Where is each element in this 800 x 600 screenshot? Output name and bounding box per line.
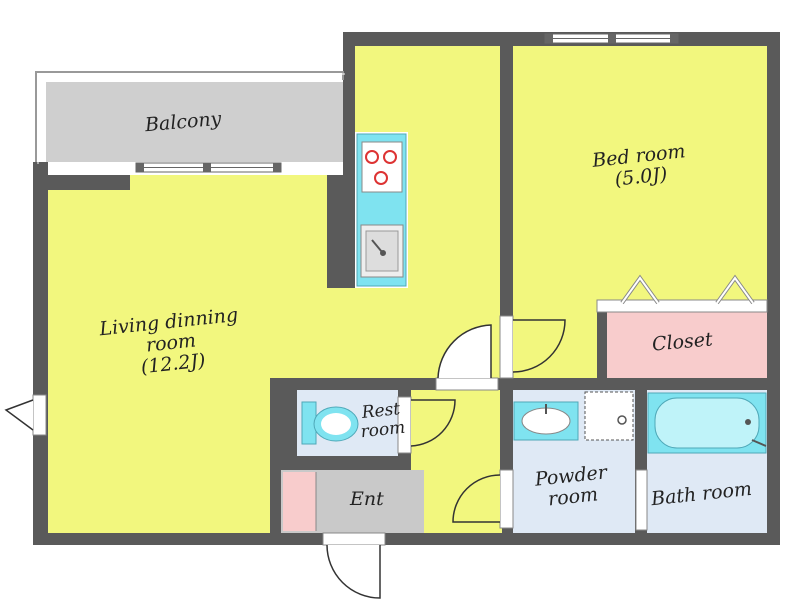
entrance <box>281 470 424 533</box>
door-swing-icon <box>410 399 456 447</box>
restroom-label: Rest room <box>354 399 410 442</box>
closet-door-icon <box>621 276 659 304</box>
burner-icon <box>383 150 397 164</box>
powder-room <box>513 390 635 533</box>
door-swing-icon <box>4 399 34 431</box>
door-swing-icon <box>326 544 381 599</box>
door-swing-icon <box>437 324 492 379</box>
balcony <box>35 71 345 164</box>
bath-room <box>635 390 767 533</box>
closet <box>596 274 768 378</box>
closet-door-icon <box>716 276 754 304</box>
kitchen-counter <box>355 132 408 288</box>
entrance-label: Ent <box>350 488 384 510</box>
restroom <box>297 390 398 456</box>
bedroom-floor <box>513 46 767 378</box>
doors <box>4 315 566 599</box>
washing-machine-icon <box>584 391 634 441</box>
burner-icon <box>374 171 388 185</box>
living-room-floor <box>48 46 500 533</box>
door-swing-icon <box>512 319 566 373</box>
burner-icon <box>365 150 379 164</box>
windows <box>135 33 679 173</box>
door-swing-icon <box>452 474 501 523</box>
